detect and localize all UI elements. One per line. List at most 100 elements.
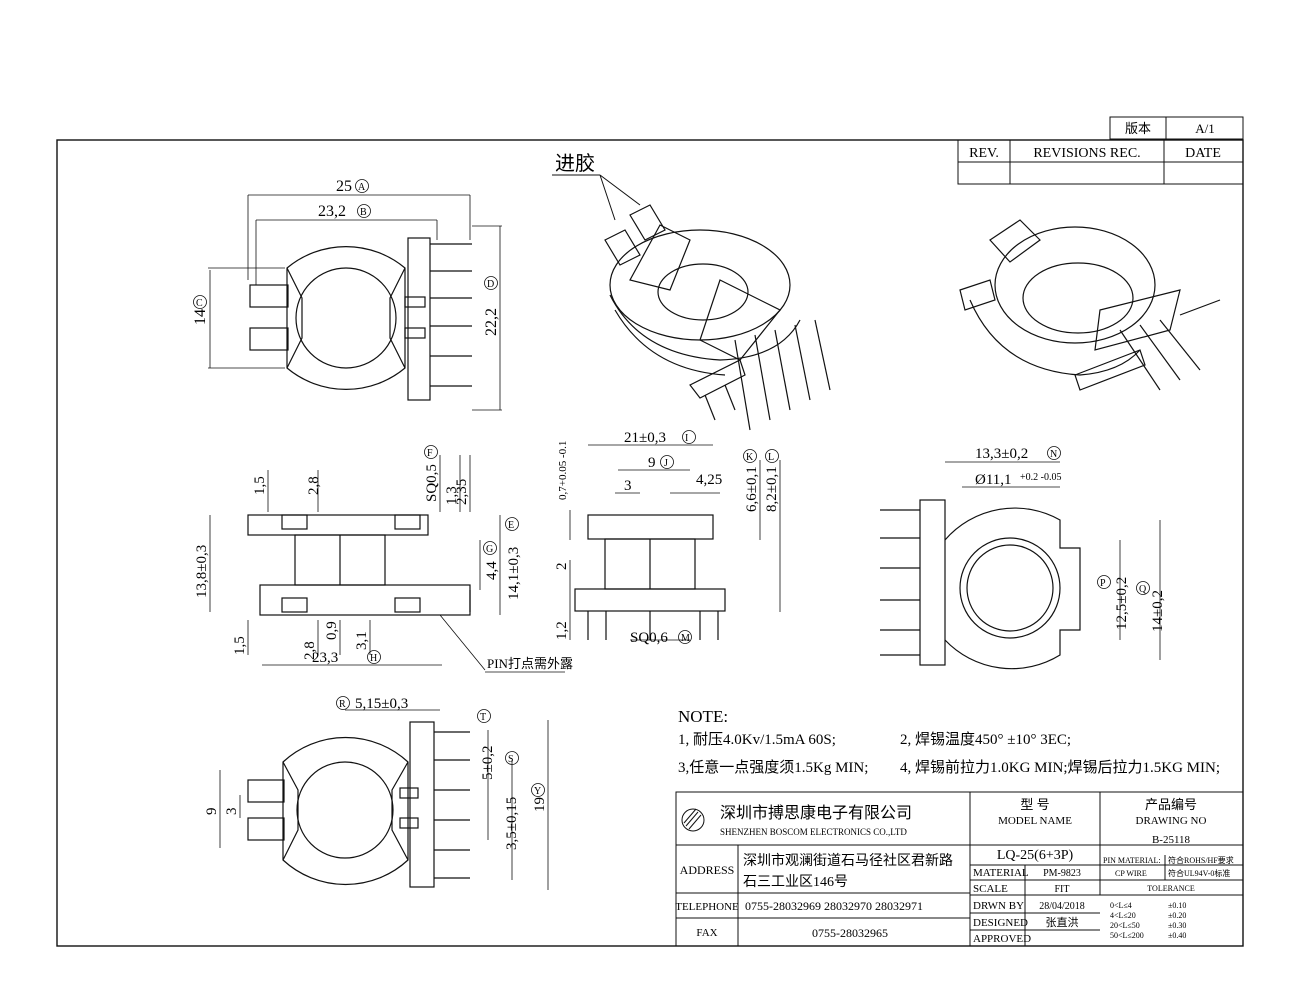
dim-0-9: 0,9 [324,621,340,640]
dim-K: 6,6±0,1 [744,466,760,512]
company-en: SHENZHEN BOSCOM ELECTRONICS CO.,LTD [720,827,907,837]
address-line1: 深圳市观澜街道石马径社区君新路 [743,852,953,869]
fax-label: FAX [696,927,717,939]
lower-top-view [247,721,470,888]
tolerance-range: 50<L≤200 [1110,931,1144,940]
cp-wire-value: 符合UL94V-0标准 [1168,868,1230,878]
designed-value: 张直洪 [1046,915,1079,929]
tolerance-range: 20<L≤50 [1110,921,1140,930]
front-view-dims [569,444,781,641]
lower-top-view-dims [219,709,549,890]
model-label-cn: 型 号 [1020,797,1049,812]
svg-text:L: L [768,452,774,463]
pin-material-label: PIN MATERIAL: [1103,856,1161,865]
tolerance-value: ±0.10 [1168,901,1186,910]
drawing-value: B-25118 [1152,834,1191,846]
tolerance-value: ±0.40 [1168,931,1186,940]
date-label: DATE [1185,146,1221,161]
material-label: MATERIAL [973,867,1029,879]
dim-U: 3,5±0,15 [504,797,520,850]
edition-value: A/1 [1195,121,1215,136]
svg-text:G: G [486,544,493,555]
bottom-view [880,499,1081,670]
scale-value: FIT [1055,884,1070,895]
svg-text:C: C [196,298,203,309]
note-4: 4, 焊锡前拉力1.0KG MIN;焊锡后拉力1.5KG MIN; [900,759,1220,776]
iso-view-2 [959,219,1221,391]
bottom-view-dims [945,461,1161,660]
note-1: 1, 耐压4.0Kv/1.5mA 60S; [678,731,836,748]
tolerance-label: TOLERANCE [1147,884,1195,893]
tolerance-value: ±0.20 [1168,911,1186,920]
svg-text:Y: Y [534,786,541,797]
inject-callout: 进胶 [552,152,641,221]
fax-value: 0755-28032965 [812,926,888,940]
drawing-label-en: DRAWING NO [1136,815,1207,827]
top-view [249,237,472,401]
dim-front-3: 3 [624,478,632,494]
approved-label: APPROVED [973,933,1031,945]
telephone-value: 0755-28032969 28032970 28032971 [745,899,923,913]
dim-Q: 14±0,2 [1150,590,1166,632]
side-view [247,514,471,616]
drawn-value: 28/04/2018 [1039,901,1085,912]
note-3: 3,任意一点强度须1.5Kg MIN; [678,758,868,776]
dim-B: 23,2 [318,203,346,220]
dim-14-1: 14,1±0,3 [506,547,522,600]
svg-text:A: A [358,182,366,193]
dim-front-1-2: 1,2 [554,621,570,640]
dim-2-8-top: 2,8 [306,476,322,495]
notes-block: NOTE: 1, 耐压4.0Kv/1.5mA 60S; 2, 焊锡温度450° … [678,707,1220,776]
edition-label: 版本 [1125,121,1151,136]
dim-N: 13,3±0,2 [975,446,1028,462]
svg-text:B: B [360,207,367,218]
address-label: ADDRESS [680,863,735,877]
svg-text:N: N [1050,449,1057,460]
title-block [675,791,1244,947]
svg-text:F: F [427,448,433,459]
designed-label: DESIGNED [973,917,1028,929]
notes-title: NOTE: [678,707,728,726]
svg-text:M: M [681,633,690,644]
pin-material-value: 符合ROHS/HF要求 [1168,855,1234,865]
dim-3-1: 3,1 [354,631,370,650]
svg-text:S: S [508,754,514,765]
front-view [574,514,726,640]
dim-front-4-25: 4,25 [696,472,722,488]
dim-M: SQ0,6 [630,630,668,646]
side-view-dims [209,455,501,671]
dim-O: Ø11,1 [975,472,1012,488]
model-value: LQ-25(6+3P) [997,848,1074,863]
cp-wire-label: CP WIRE [1115,869,1147,878]
dim-E-circle: E [508,520,514,531]
dim-S: 5±0,2 [480,746,496,780]
revision-block: 版本 A/1 REV. REVISIONS REC. DATE [957,116,1244,185]
svg-text:R: R [339,699,346,710]
iso-view-1 [604,204,831,431]
model-label-en: MODEL NAME [998,815,1072,827]
dim-F: SQ0,5 [424,464,440,502]
dim-D: 22,2 [483,308,500,336]
drawing-label-cn: 产品编号 [1145,797,1197,812]
dim-R: 5,15±0,3 [355,696,408,712]
svg-text:J: J [664,458,668,469]
dim-2-35: 2,35 [454,479,470,505]
dim-bottom-9: 9 [204,808,220,816]
dim-C: 14 [192,309,209,325]
dim-P: 12,5±0,2 [1114,577,1130,630]
tolerance-range: 0<L≤4 [1110,901,1132,910]
company-cn: 深圳市搏思康电子有限公司 [720,804,912,822]
svg-text:P: P [1100,578,1106,589]
dim-Y: 19 [532,797,548,812]
svg-text:Q: Q [1139,584,1147,595]
note-2: 2, 焊锡温度450° ±10° 3EC; [900,731,1071,748]
dim-E: 13,8±0,3 [194,545,210,598]
dim-L: 8,2±0,1 [764,466,780,512]
top-view-dims [208,194,502,411]
address-line2: 石三工业区146号 [743,874,848,890]
material-value: PM-9823 [1043,868,1081,879]
scale-label: SCALE [973,883,1008,895]
tolerance-range: 4<L≤20 [1110,911,1136,920]
sheet-border [56,139,1244,947]
